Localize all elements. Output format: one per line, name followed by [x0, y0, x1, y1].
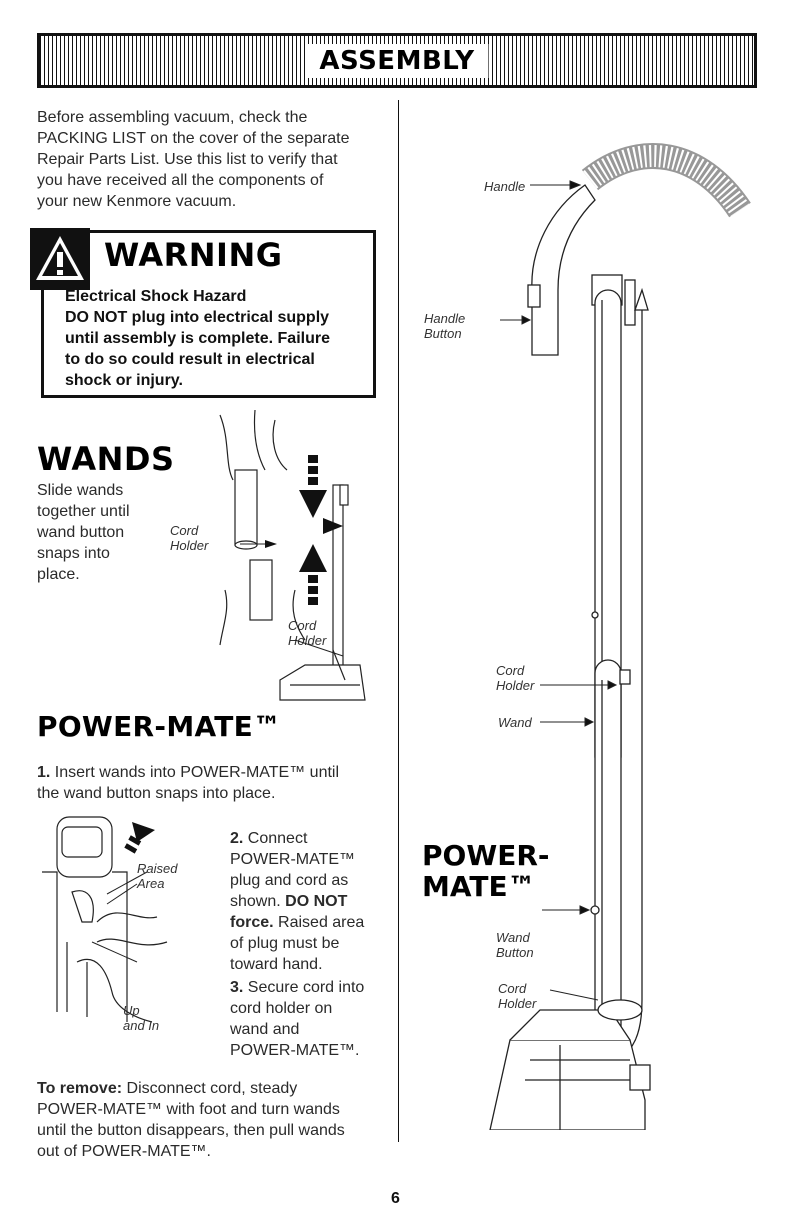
label-line: Wand [496, 930, 530, 945]
remove-line: To remove: Disconnect cord, steady [37, 1078, 392, 1099]
step1-text: 1. Insert wands into POWER-MATE™ until t… [37, 762, 387, 804]
cord-holder-label: Cord Holder [170, 523, 208, 553]
label-line: Button [496, 945, 534, 960]
cord-holder-label: Cord Holder [498, 981, 536, 1011]
step-number: 1. [37, 764, 51, 781]
step2-line: force. Raised area [230, 912, 395, 933]
wands-line: snaps into [37, 545, 110, 562]
step3-line: POWER-MATE™. [230, 1042, 360, 1059]
page-number: 6 [391, 1190, 400, 1207]
warning-text: Electrical Shock Hazard DO NOT plug into… [65, 286, 365, 391]
intro-line: Before assembling vacuum, check the [37, 109, 308, 126]
section-banner: ASSEMBLY [37, 33, 757, 88]
step2-line: toward hand. [230, 956, 323, 973]
step2-line: 2. Connect [230, 828, 395, 849]
raised-area-label: Raised Area [137, 861, 177, 891]
label-line: Holder [498, 996, 537, 1011]
label-line: Cord [170, 523, 199, 538]
up-and-in-label: Up and In [123, 1003, 159, 1033]
remove-line: out of POWER-MATE™. [37, 1143, 211, 1160]
warning-title: WARNING [104, 236, 283, 274]
step2-shown: shown. [230, 893, 281, 910]
wands-line: wand button [37, 524, 125, 541]
wand-button-label: Wand Button [496, 930, 534, 960]
step1-line: the wand button snaps into place. [37, 785, 276, 802]
wands-line: place. [37, 566, 80, 583]
intro-line: your new Kenmore vacuum. [37, 193, 237, 210]
label-line: Holder [288, 633, 327, 648]
column-divider [398, 100, 399, 1142]
step1-line: 1. Insert wands into POWER-MATE™ until [37, 762, 387, 783]
intro-line: Repair Parts List. Use this list to veri… [37, 151, 338, 168]
step3-line: wand and [230, 1021, 300, 1038]
warning-heading: Electrical Shock Hazard [65, 288, 247, 305]
step-number: 2. [230, 830, 244, 847]
remove-line: until the button disappears, then pull w… [37, 1122, 345, 1139]
step2-line: POWER-MATE™ [230, 851, 356, 868]
step2-line: shown. DO NOT [230, 891, 395, 912]
remove-text: Disconnect cord, steady [126, 1080, 298, 1097]
intro-line: you have received all the components of [37, 172, 324, 189]
powermate-figure-title: POWER- MATE™ [422, 840, 550, 902]
label-line: Cord [496, 663, 525, 678]
warning-icon [30, 228, 90, 290]
cord-holder-label: Cord Holder [288, 618, 326, 648]
step3-line: cord holder on [230, 1000, 333, 1017]
powermate-title: POWER-MATE™ [37, 710, 282, 743]
wands-line: together until [37, 503, 130, 520]
handle-button-label: Handle Button [424, 311, 465, 341]
vacuum-illustration [489, 143, 751, 1130]
remove-label: To remove: [37, 1080, 123, 1097]
remove-line: POWER-MATE™ with foot and turn wands [37, 1101, 340, 1118]
step2-line: plug and cord as [230, 872, 349, 889]
warning-line: shock or injury. [65, 372, 183, 389]
step2-line: of plug must be [230, 935, 340, 952]
step3-text: 3. Secure cord into cord holder on wand … [230, 977, 395, 1061]
label-line: Raised [137, 861, 178, 876]
step1-text-line: Insert wands into POWER-MATE™ until [54, 764, 340, 781]
wands-instructions: Slide wands together until wand button s… [37, 480, 167, 585]
label-line: Area [137, 876, 165, 891]
warning-line: until assembly is complete. Failure [65, 330, 330, 347]
plug-illustration [42, 816, 168, 1023]
do-not-emphasis: DO NOT [285, 893, 348, 910]
label-line: Button [424, 326, 462, 341]
force-emphasis: force. [230, 914, 274, 931]
label-line: Cord [498, 981, 527, 996]
wands-line: Slide wands [37, 482, 124, 499]
step-number: 3. [230, 979, 244, 996]
label-line: Holder [496, 678, 535, 693]
warning-box [41, 230, 376, 398]
step2-text: 2. Connect POWER-MATE™ plug and cord as … [230, 828, 395, 975]
step3-text-line: Secure cord into [247, 979, 365, 996]
warning-line: to do so could result in electrical [65, 351, 315, 368]
label-line: Holder [170, 538, 209, 553]
wands-illustration [219, 410, 366, 701]
label-line: Cord [288, 618, 317, 633]
title-line: POWER- [422, 839, 550, 872]
title-line: MATE™ [422, 870, 536, 903]
handle-label: Handle [484, 179, 526, 194]
step2-text-line: Connect [247, 830, 308, 847]
label-line: Up [123, 1003, 140, 1018]
step2-rest: Raised area [278, 914, 365, 931]
step3-line: 3. Secure cord into [230, 977, 395, 998]
label-line: and In [123, 1018, 160, 1033]
intro-line: PACKING LIST on the cover of the separat… [37, 130, 350, 147]
label-line: Handle [424, 311, 466, 326]
intro-paragraph: Before assembling vacuum, check the PACK… [37, 107, 387, 212]
wand-label: Wand [498, 715, 532, 730]
remove-instructions: To remove: Disconnect cord, steady POWER… [37, 1078, 392, 1162]
wands-title: WANDS [37, 440, 175, 478]
page-title: ASSEMBLY [305, 43, 489, 78]
warning-line: DO NOT plug into electrical supply [65, 309, 330, 326]
cord-holder-label: Cord Holder [496, 663, 534, 693]
